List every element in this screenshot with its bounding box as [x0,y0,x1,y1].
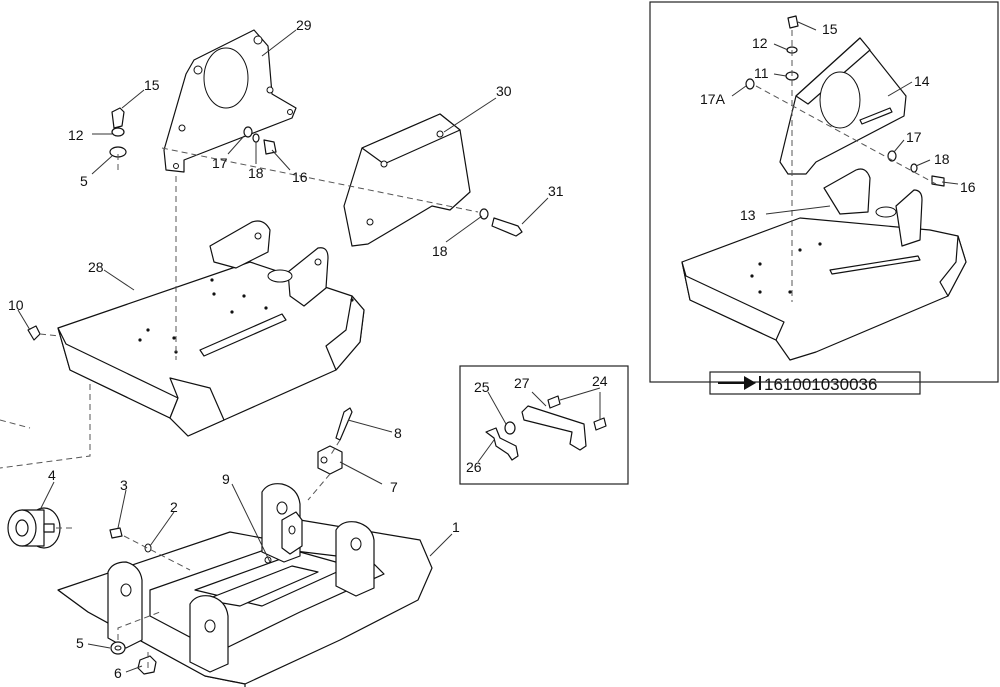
callout-29: 29 [296,17,312,33]
belt-cover [343,113,471,247]
callout-3: 3 [120,477,128,493]
reference-number: 161001030036 [764,375,877,394]
callout-30: 30 [496,83,512,99]
hardware-lower [109,527,272,675]
callout-16-main: 16 [292,169,308,185]
main-platform [57,220,365,437]
hardware-upper [27,107,277,341]
assembly-lines [0,147,479,668]
callout-13: 13 [740,207,756,223]
callout-15-kit: 15 [822,21,838,37]
kit-detail-frame [649,1,999,383]
callout-8: 8 [394,425,402,441]
callout-labels: 1 2 3 4 5 6 7 8 9 10 28 29 30 31 15 12 5… [8,17,976,681]
callout-24: 24 [592,373,608,389]
callout-15-main: 15 [144,77,160,93]
callout-25: 25 [474,379,490,395]
base-plate [57,483,433,687]
callout-4: 4 [48,467,56,483]
callout-17A: 17A [700,91,726,107]
drum-wheel [7,507,61,549]
callout-12-main: 12 [68,127,84,143]
callout-14: 14 [914,73,930,89]
callout-1: 1 [452,519,460,535]
reference-part-number [709,371,921,395]
callout-12-kit: 12 [752,35,768,51]
callout-18-cover: 18 [432,243,448,259]
callout-31: 31 [548,183,564,199]
bolt-31 [479,208,523,237]
callout-5-lower: 5 [76,635,84,651]
callout-27: 27 [514,375,530,391]
callout-16-kit: 16 [960,179,976,195]
callout-9: 9 [222,471,230,487]
callout-6: 6 [114,665,122,681]
callout-28: 28 [88,259,104,275]
callout-10: 10 [8,297,24,313]
callout-17-kit: 17 [906,129,922,145]
mounting-plate [163,29,297,173]
callout-17-main: 17 [212,155,228,171]
callout-18-kit: 18 [934,151,950,167]
rubber-mount [317,445,343,475]
leader-lines [17,21,959,673]
callout-5-upper: 5 [80,173,88,189]
bracket-inset [459,365,629,485]
callout-7: 7 [390,479,398,495]
callout-18-main: 18 [248,165,264,181]
callout-11: 11 [754,65,769,81]
callout-26: 26 [466,459,482,475]
callout-2: 2 [170,499,178,515]
bolt-8 [335,407,353,441]
